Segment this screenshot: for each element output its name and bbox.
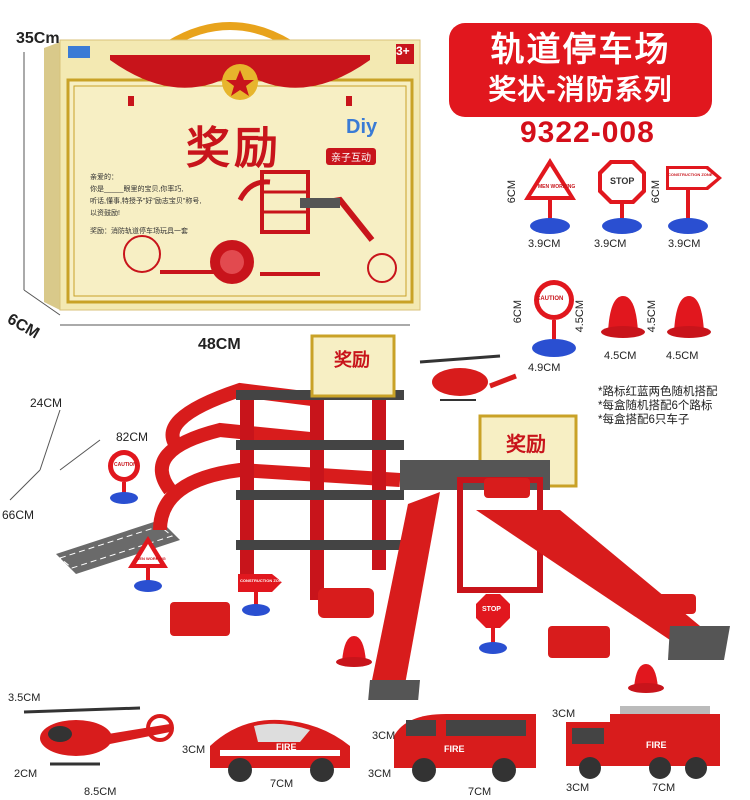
fire-truck-height: 3CM — [552, 708, 576, 720]
playset-height-label: 24CM — [30, 396, 63, 410]
product-box: 35Cm 6CM 48CM 奖励 Diy 亲子互动 3+ 亲爱的： 你是____… — [0, 0, 440, 360]
helicopter-icon — [23, 706, 174, 766]
fire-car-text: FIRE — [276, 742, 297, 752]
fire-truck-side: 3CM — [566, 782, 590, 794]
playset-sign-stop: STOP — [482, 606, 501, 613]
playset-length-label: 66CM — [2, 508, 35, 522]
sign1-width: 3.9CM — [528, 238, 561, 250]
fire-van-text: FIRE — [444, 744, 465, 754]
stop-sign-icon — [598, 160, 646, 234]
box-height-label: 35Cm — [16, 30, 60, 47]
product-title: 轨道停车场 — [490, 31, 671, 69]
title-banner: 轨道停车场 奖状-消防系列 — [449, 23, 712, 117]
box-width-label: 48CM — [198, 336, 241, 353]
playset-illustration — [9, 334, 730, 702]
caution-sign-icon — [532, 280, 576, 357]
vehicles-row: 3.5CM 2CM 8.5CM 3CM 7CM FIRE 3CM 3CM 7CM… — [0, 686, 750, 800]
playset-certificate-title: 奖励 — [334, 350, 370, 370]
fire-van-icon — [394, 714, 536, 782]
playset-sign-construction: CONSTRUCTION ZONE — [240, 578, 285, 583]
fire-car-icon — [210, 719, 350, 782]
sign1-text: MEN WORKING — [538, 184, 576, 190]
fire-van-height: 3CM — [372, 730, 396, 742]
box-certificate-title: 奖励 — [186, 124, 282, 173]
men-working-sign-icon — [524, 158, 576, 234]
playset-depth-label: 82CM — [116, 430, 149, 444]
fire-car-height: 3CM — [182, 744, 206, 756]
fire-truck-text: FIRE — [646, 740, 667, 750]
box-age-badge: 3+ — [396, 44, 410, 58]
sign1-height: 6CM — [506, 180, 518, 204]
product-box-illustration — [23, 22, 421, 326]
note-item: *每盒随机搭配6个路标 — [598, 400, 713, 412]
playset-sign-men-working: MEN WORKING — [136, 556, 166, 561]
sign2-width: 3.9CM — [594, 238, 627, 250]
model-number: 9322-008 — [520, 116, 655, 149]
box-diy-sub: 亲子互动 — [326, 148, 376, 165]
box-text-line3: 以资鼓励! — [90, 210, 120, 217]
cone1-height: 4.5CM — [574, 300, 586, 333]
product-notes: *路标红蓝两色随机搭配 *每盒随机搭配6个路标 *每盒搭配6只车子 — [598, 385, 717, 427]
note-item: *路标红蓝两色随机搭配 — [598, 386, 718, 398]
sign4-text: CAUTION — [536, 296, 564, 302]
box-text-line1: 你是_____眼里的宝贝,你率巧, — [90, 186, 184, 193]
playset-certificate-title-2: 奖励 — [506, 434, 546, 456]
sign2-text: STOP — [610, 176, 635, 186]
note-item: *每盒搭配6只车子 — [598, 414, 690, 426]
sign4-width: 4.9CM — [528, 362, 561, 374]
playset: 24CM 82CM 66CM 奖励 奖励 CAUTION MEN WORKING… — [0, 330, 750, 702]
helicopter-side: 2CM — [14, 768, 38, 780]
fire-van-length: 7CM — [468, 786, 492, 798]
fire-van-side: 3CM — [368, 768, 392, 780]
product-subtitle: 奖状-消防系列 — [488, 74, 673, 105]
sign4-height: 6CM — [512, 300, 524, 324]
box-greeting: 亲爱的： — [90, 174, 118, 181]
cone1-width: 4.5CM — [604, 350, 637, 362]
fire-car-length: 7CM — [270, 778, 294, 790]
road-signs-panel: MEN WORKING 6CM 3.9CM STOP 3.9CM CONSTRU… — [500, 150, 725, 380]
traffic-cone-icon — [667, 296, 711, 338]
playset-sign-caution: CAUTION — [114, 462, 137, 468]
fire-truck-icon — [566, 706, 720, 779]
helicopter-height: 3.5CM — [8, 692, 41, 704]
box-reward-text: 奖励：消防轨道停车场玩具一套 — [90, 228, 188, 235]
helicopter-length: 8.5CM — [84, 786, 117, 798]
box-text-line2: 听话,懂事,特授予"好"励志宝贝"称号, — [90, 198, 202, 205]
cone2-height: 4.5CM — [646, 300, 658, 333]
construction-zone-sign-icon — [666, 166, 722, 234]
cone2-width: 4.5CM — [666, 350, 699, 362]
box-diy-label: Diy — [346, 116, 378, 138]
sign3-width: 3.9CM — [668, 238, 701, 250]
traffic-cone-icon — [601, 296, 645, 338]
fire-truck-length: 7CM — [652, 782, 676, 794]
sign3-text: CONSTRUCTION ZONE — [668, 172, 713, 177]
sign3-height: 6CM — [650, 180, 662, 204]
